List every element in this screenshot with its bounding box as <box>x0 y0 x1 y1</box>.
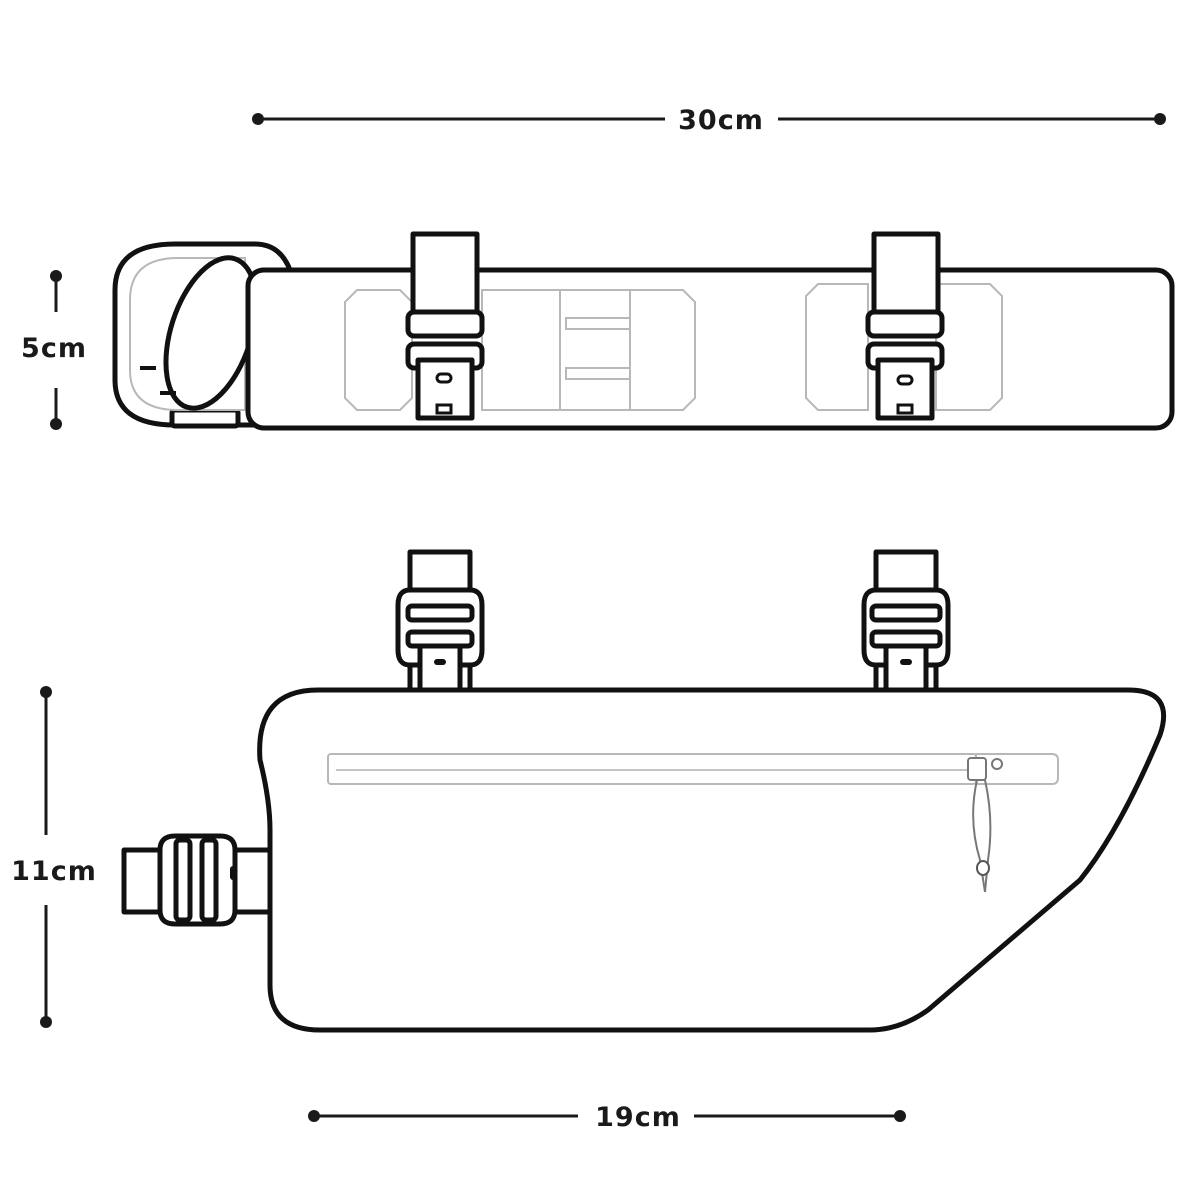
zipper-pull-toggle <box>976 860 990 876</box>
strap-buckle-left <box>395 549 485 705</box>
strap-hole <box>435 372 453 384</box>
zipper-slider <box>967 757 987 781</box>
bag-side-view <box>121 549 1167 1033</box>
bag-body-side <box>257 687 1167 1033</box>
dimension-endpoint <box>40 686 52 698</box>
length-30cm-dimension: 30cm <box>252 105 1166 136</box>
zipper-pull-cord <box>972 779 986 893</box>
buckle-bar <box>199 837 219 923</box>
buckle-frame <box>157 833 238 927</box>
velcro-pad <box>344 289 413 411</box>
height-5cm-dimension: 5cm <box>21 270 87 430</box>
length-19cm-dimension: 19cm <box>308 1102 906 1133</box>
velcro-slot <box>565 317 631 330</box>
buckle-top <box>405 603 475 623</box>
velcro-bridge <box>559 289 631 411</box>
length-19cm-label: 19cm <box>595 1102 681 1133</box>
dimension-endpoint <box>50 270 62 282</box>
length-30cm-label: 30cm <box>678 105 764 136</box>
strap-buckle-right <box>865 231 945 421</box>
buckle-top <box>869 603 943 623</box>
dimension-endpoint <box>50 418 62 430</box>
dimension-endpoint <box>1154 113 1166 125</box>
dimension-endpoint <box>252 113 264 125</box>
strap-tail <box>417 643 463 697</box>
velcro-pad <box>629 289 696 411</box>
velcro-pad <box>935 283 1003 411</box>
dimension-endpoint <box>40 1016 52 1028</box>
strap-hole <box>896 403 914 415</box>
height-5cm-label: 5cm <box>21 333 87 364</box>
velcro-slot <box>565 367 631 380</box>
strap-hole <box>900 659 912 665</box>
zipper-pull-cord <box>984 779 992 893</box>
velcro-pad <box>805 283 869 411</box>
strap-hole <box>435 403 453 415</box>
strap-hole <box>230 866 237 880</box>
velcro-pad <box>481 289 561 411</box>
buckle-bar <box>173 837 193 923</box>
strap-buckle-right <box>861 549 951 705</box>
dimension-endpoint <box>894 1110 906 1122</box>
bag-top-view <box>112 231 1175 431</box>
zipper-pull-ring <box>991 758 1003 770</box>
buckle-top <box>405 309 485 339</box>
zipper-garage <box>975 753 1059 785</box>
strap-buckle-left <box>405 231 485 421</box>
height-11cm-dimension: 11cm <box>11 686 97 1028</box>
dimension-endpoint <box>308 1110 320 1122</box>
strap-hole <box>896 374 914 386</box>
strap-loop-tab <box>169 407 241 429</box>
buckle-top <box>865 309 945 339</box>
height-11cm-label: 11cm <box>11 856 97 887</box>
strap-hole <box>434 659 446 665</box>
strap-tail <box>883 643 929 697</box>
side-strap-buckle <box>121 833 277 927</box>
